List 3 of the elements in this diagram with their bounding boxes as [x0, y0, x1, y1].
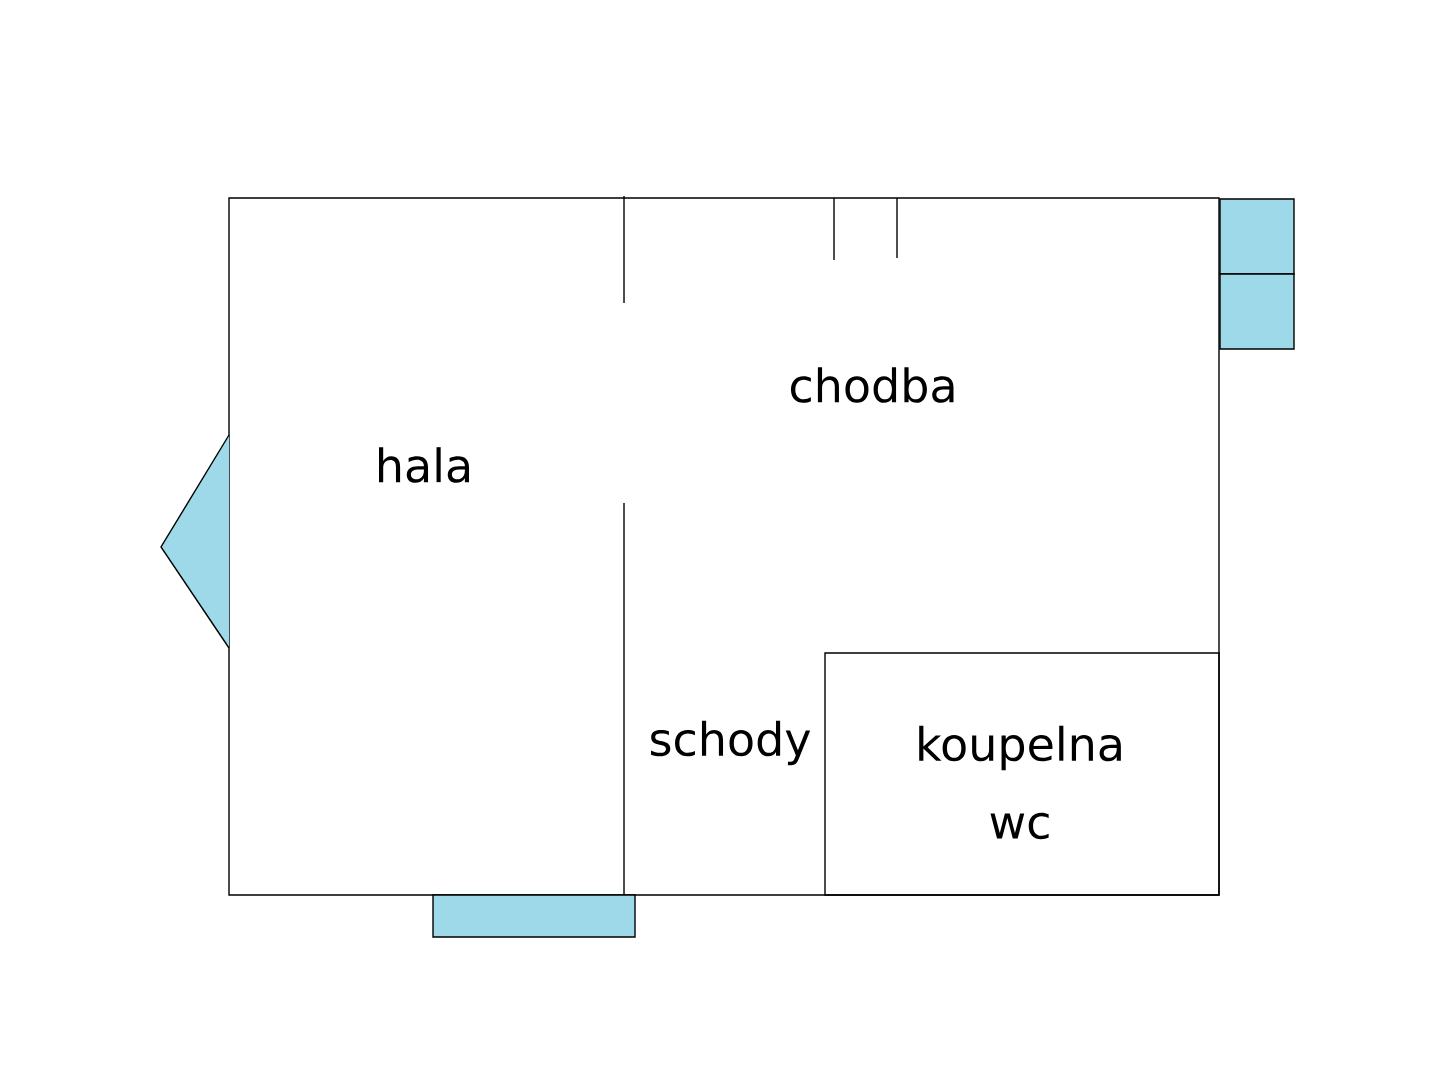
- room-label: chodba: [790, 367, 954, 403]
- room-label: hala: [379, 447, 469, 483]
- room-box: koupelna wc: [824, 652, 1220, 896]
